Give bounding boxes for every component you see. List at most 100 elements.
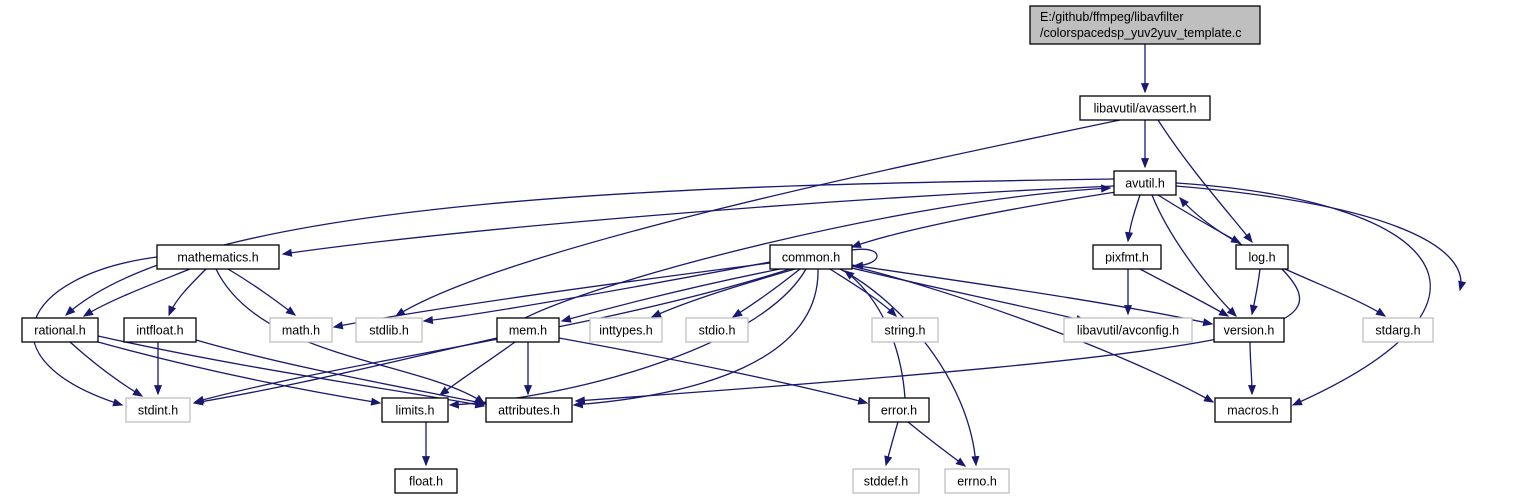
node-root-file: E:/github/ffmpeg/libavfilter/colorspaced… — [1029, 5, 1261, 45]
edge-error-to-stddef — [884, 421, 899, 467]
node-errno: errno.h — [944, 468, 1010, 494]
edge-common-to-stdlib — [422, 261, 771, 325]
edge-mem-to-avutil — [524, 184, 1112, 319]
edge-line — [851, 191, 1117, 248]
node-macros[interactable]: macros.h — [1214, 397, 1292, 423]
node-label: intfloat.h — [136, 324, 183, 338]
edge-avutil-to-rational — [64, 178, 1115, 316]
edge-rational-to-attributes — [97, 335, 486, 409]
node-label: common.h — [782, 251, 840, 265]
edge-line — [851, 248, 878, 267]
edge-limits-to-float — [421, 422, 431, 467]
node-version[interactable]: version.h — [1213, 317, 1285, 343]
edge-arrowhead — [886, 306, 897, 317]
edge-line — [844, 270, 906, 399]
node-stdint: stdint.h — [125, 397, 191, 423]
edge-arrowhead — [422, 316, 434, 325]
node-box — [868, 397, 930, 423]
node-box — [21, 317, 99, 343]
edge-avutil-to-pixfmt — [1125, 194, 1141, 243]
node-label: errno.h — [957, 475, 997, 489]
edge-line — [1284, 268, 1386, 317]
edge-arrowhead — [1179, 196, 1189, 208]
edge-arrowhead — [82, 307, 94, 317]
edge-common-to-mem — [560, 268, 781, 323]
edge-arrowhead — [448, 400, 460, 409]
nodes-layer: E:/github/ffmpeg/libavfilter/colorspaced… — [21, 5, 1434, 494]
edge-intfloat-to-attributes — [195, 339, 488, 407]
edge-avassert-to-log — [1157, 119, 1253, 244]
node-mem[interactable]: mem.h — [496, 317, 560, 343]
node-error[interactable]: error.h — [868, 397, 930, 423]
node-label: stdio.h — [699, 324, 736, 338]
edge-mem-to-limits — [438, 341, 516, 396]
edge-intfloat-to-stdint — [153, 341, 163, 396]
edge-version-to-macros — [1247, 341, 1257, 396]
node-avutil[interactable]: avutil.h — [1113, 170, 1177, 196]
node-avconfig: libavutil/avconfig.h — [1063, 317, 1193, 343]
edge-line — [851, 265, 1214, 403]
edge-arrowhead — [1226, 306, 1237, 317]
edge-arrowhead — [843, 270, 855, 280]
node-common[interactable]: common.h — [769, 244, 853, 270]
edge-arrowhead — [168, 305, 177, 317]
edge-line — [558, 337, 868, 404]
edge-avutil-to-error — [1175, 185, 1467, 292]
edge-arrowhead — [955, 457, 967, 467]
edge-arrowhead — [560, 314, 572, 323]
root-file-label-1: E:/github/ffmpeg/libavfilter — [1040, 10, 1184, 24]
node-math: math.h — [269, 317, 333, 343]
node-box — [852, 468, 920, 494]
node-rational[interactable]: rational.h — [21, 317, 99, 343]
node-float[interactable]: float.h — [394, 468, 458, 494]
node-avassert[interactable]: libavutil/avassert.h — [1079, 95, 1211, 121]
node-attributes[interactable]: attributes.h — [485, 397, 573, 423]
edge-line — [227, 268, 296, 316]
node-log[interactable]: log.h — [1235, 244, 1289, 270]
edge-arrowhead — [1458, 280, 1467, 292]
edge-line — [1175, 182, 1431, 406]
node-box — [589, 317, 663, 343]
node-stdio: stdio.h — [685, 317, 749, 343]
edge-arrowhead — [1291, 397, 1303, 406]
node-box — [123, 317, 197, 343]
node-box — [485, 397, 573, 423]
edge-error-to-common — [843, 270, 906, 399]
edge-arrowhead — [1140, 83, 1150, 94]
node-box — [1362, 317, 1434, 343]
edge-line — [573, 268, 819, 406]
edge-common-to-errno — [839, 268, 980, 467]
node-box — [269, 317, 333, 343]
edge-line — [282, 185, 1115, 255]
edge-arrowhead — [192, 397, 204, 406]
edge-error-to-errno — [907, 421, 967, 467]
edge-mem-to-attributes — [523, 342, 533, 396]
edge-line — [1175, 185, 1462, 291]
edge-arrowhead — [476, 398, 488, 407]
node-box — [1113, 170, 1177, 196]
node-box — [1079, 95, 1211, 121]
edge-arrowhead — [1140, 158, 1150, 169]
edge-arrowhead — [112, 398, 124, 407]
node-label: stdint.h — [138, 404, 178, 418]
edge-line — [439, 341, 516, 396]
node-mathematics[interactable]: mathematics.h — [156, 244, 280, 270]
node-box — [1213, 317, 1285, 343]
node-inttypes: inttypes.h — [589, 317, 663, 343]
edge-mathematics-to-intfloat — [168, 268, 207, 317]
edge-line — [1157, 194, 1241, 244]
edge-line — [69, 341, 143, 397]
edge-line — [732, 268, 801, 318]
node-limits[interactable]: limits.h — [381, 397, 449, 423]
node-label: limits.h — [396, 404, 435, 418]
node-pixfmt[interactable]: pixfmt.h — [1092, 244, 1162, 270]
edge-arrowhead — [1125, 231, 1134, 243]
edge-mem-to-error — [558, 337, 869, 405]
edge-line — [193, 337, 498, 404]
node-label: libavutil/avassert.h — [1094, 102, 1197, 116]
node-intfloat[interactable]: intfloat.h — [123, 317, 197, 343]
edge-arrowhead — [850, 240, 862, 248]
node-box — [1063, 317, 1193, 343]
node-label: macros.h — [1227, 404, 1278, 418]
